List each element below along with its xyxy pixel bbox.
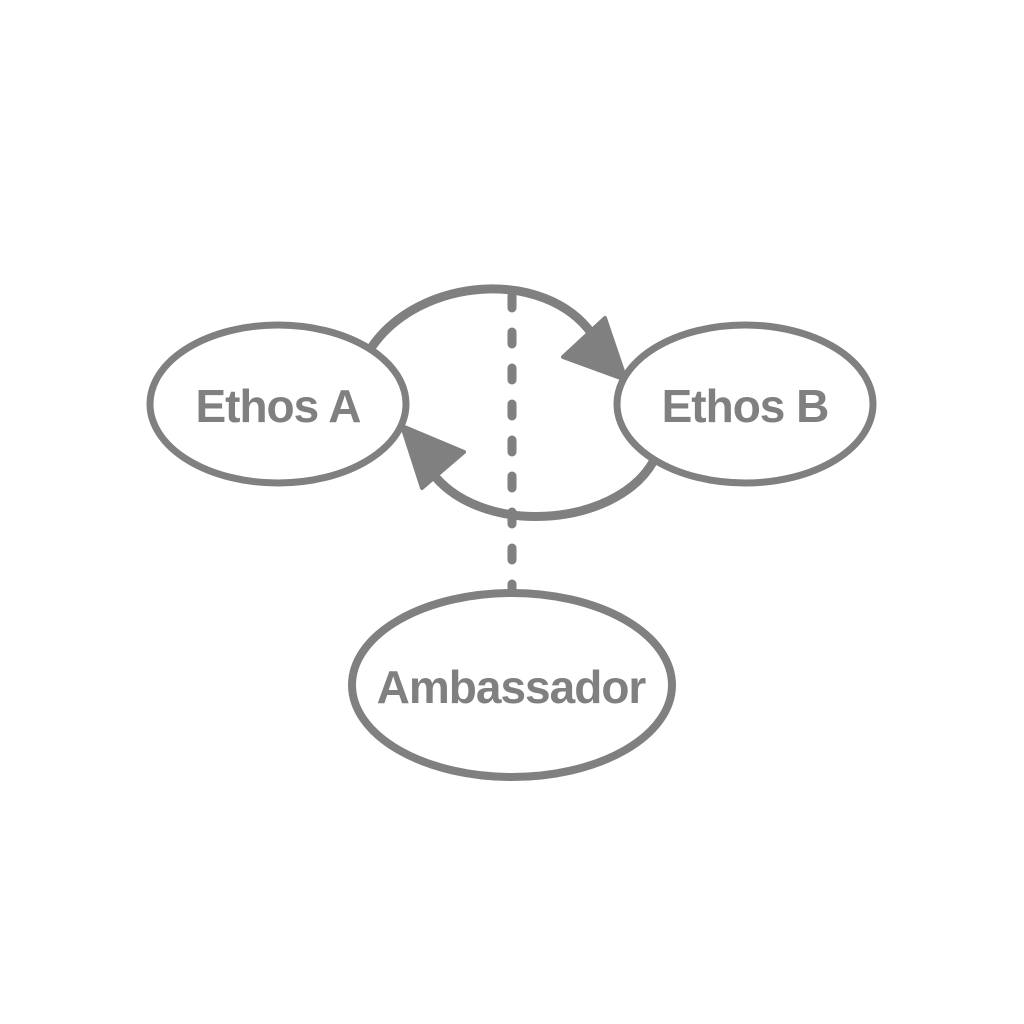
node-ambassador-label: Ambassador <box>377 661 647 713</box>
node-ethos-a-outline <box>146 321 410 487</box>
edge-ethos-a-to-ethos-b <box>366 284 597 353</box>
edge-ethos-b-to-ethos-a <box>425 457 658 521</box>
node-ethos-b-label: Ethos B <box>662 380 829 432</box>
node-ambassador-outline <box>348 589 676 781</box>
node-ethos-b: Ethos B <box>613 321 877 487</box>
node-ethos-a-label: Ethos A <box>195 380 360 432</box>
node-ethos-a: Ethos A <box>146 321 410 487</box>
node-ambassador: Ambassador <box>348 589 676 781</box>
arrowhead-to-ethos-b <box>561 316 628 382</box>
arrowhead-to-ethos-a <box>400 424 466 490</box>
node-ethos-b-outline <box>613 321 877 487</box>
